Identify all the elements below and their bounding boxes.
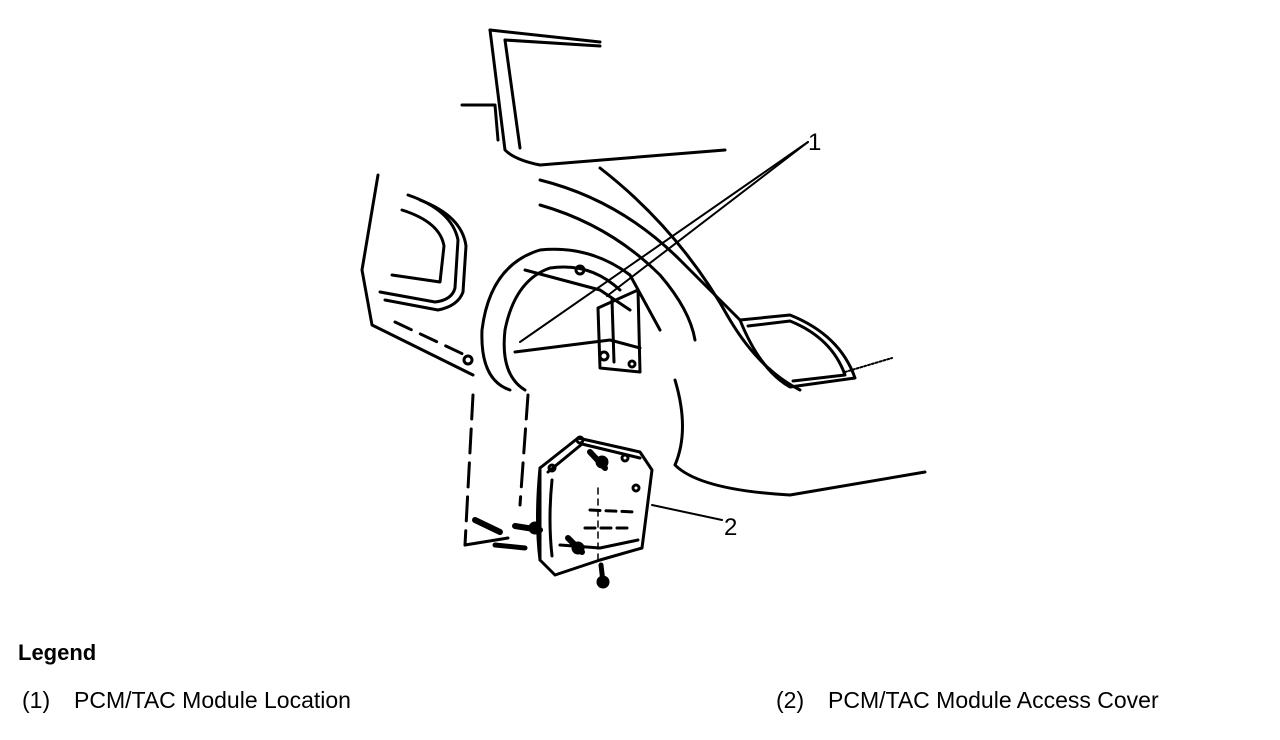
- body-pillar: [460, 28, 727, 167]
- legend-item-label: PCM/TAC Module Access Cover: [828, 687, 1159, 713]
- legend-item-number: (2): [776, 687, 805, 713]
- vehicle-wheelhouse-diagram: [360, 28, 927, 589]
- callout-labels: 1 2: [724, 129, 821, 541]
- callout-1: 1: [808, 129, 821, 156]
- legend-item-number: (1): [22, 687, 51, 713]
- wheel-arch: [480, 247, 662, 392]
- callout-leaders: [519, 141, 809, 521]
- rear-fender-light: [738, 313, 893, 389]
- wheelhouse-lower-edge: [463, 536, 510, 547]
- assembly-dashed-lines: [463, 393, 530, 547]
- pcm-tac-access-cover: [536, 435, 654, 577]
- pcm-tac-module: [596, 288, 642, 374]
- legend-item-label: PCM/TAC Module Location: [74, 687, 351, 713]
- callout-2: 2: [724, 514, 737, 541]
- legend-item-2: (2) PCM/TAC Module Access Cover: [776, 687, 1159, 714]
- legend-title: Legend: [18, 640, 97, 665]
- cover-fasteners: [472, 449, 610, 589]
- legend-item-1: (1) PCM/TAC Module Location: [22, 687, 351, 714]
- left-body-panel: [360, 173, 475, 377]
